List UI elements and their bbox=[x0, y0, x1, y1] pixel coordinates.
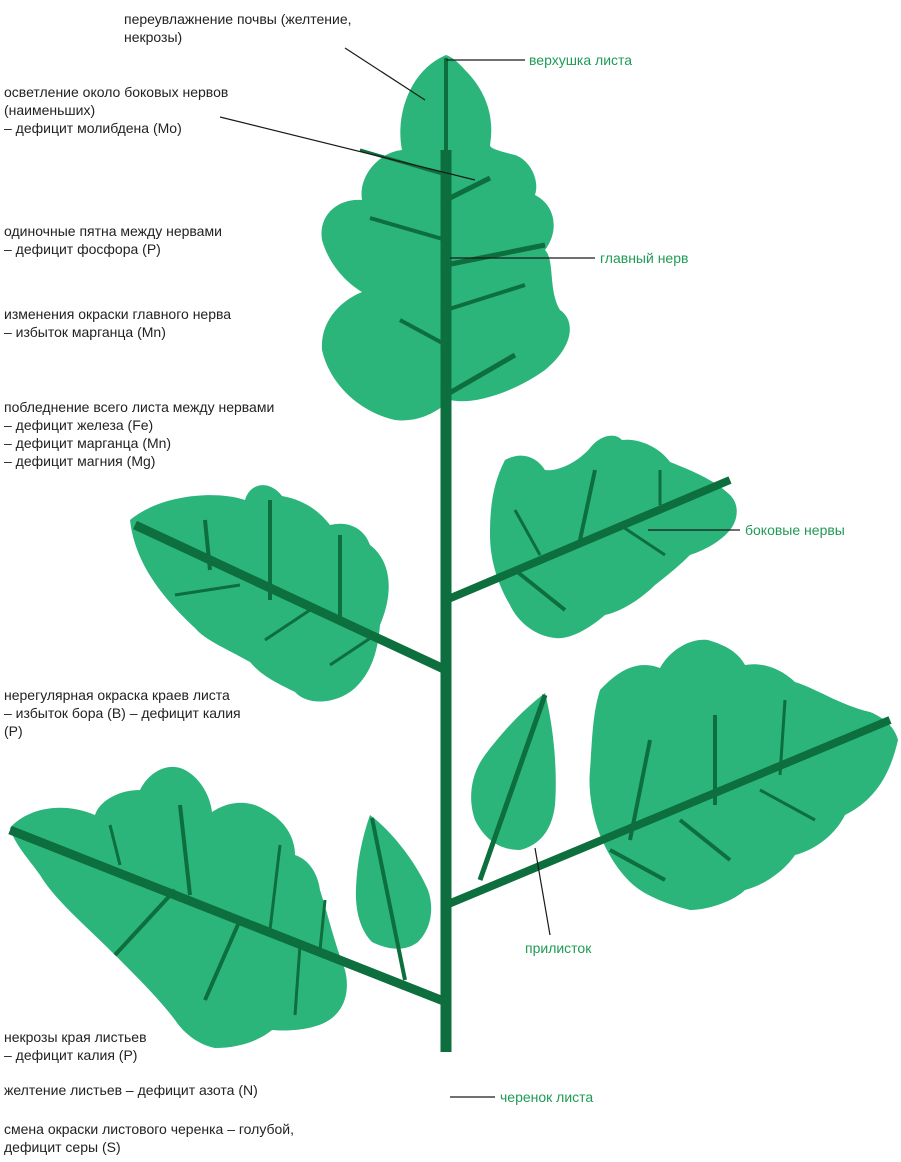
note-manganese-excess: изменения окраски главного нерва – избыт… bbox=[4, 305, 231, 341]
leaflet-upper-left bbox=[130, 485, 389, 701]
note-edges: нерегулярная окраска краев листа – избыт… bbox=[4, 686, 241, 740]
note-necrosis: некрозы края листьев – дефицит калия (P) bbox=[4, 1028, 147, 1064]
leader-waterlogging bbox=[345, 48, 425, 100]
note-phosphorus: одиночные пятна между нервами – дефицит … bbox=[4, 222, 222, 258]
note-chlorosis: побледнение всего листа между нервами – … bbox=[4, 398, 274, 470]
stipule-right bbox=[471, 693, 556, 850]
note-waterlogging: переувлажнение почвы (желтение, некрозы) bbox=[124, 10, 352, 46]
label-lateral-veins: боковые нервы bbox=[745, 521, 845, 539]
note-sulfur: смена окраски листового черенка – голубо… bbox=[4, 1120, 294, 1156]
note-molybdenum: осветление около боковых нервов (наимень… bbox=[4, 83, 228, 137]
leaflet-middle-right bbox=[589, 640, 898, 910]
label-stipule: прилисток bbox=[525, 939, 591, 957]
label-main-vein: главный нерв bbox=[600, 249, 688, 267]
note-nitrogen: желтение листьев – дефицит азота (N) bbox=[4, 1081, 258, 1099]
leaflet-upper-right bbox=[490, 436, 737, 639]
label-petiole: черенок листа bbox=[500, 1088, 593, 1106]
label-apex: верхушка листа bbox=[529, 51, 632, 69]
